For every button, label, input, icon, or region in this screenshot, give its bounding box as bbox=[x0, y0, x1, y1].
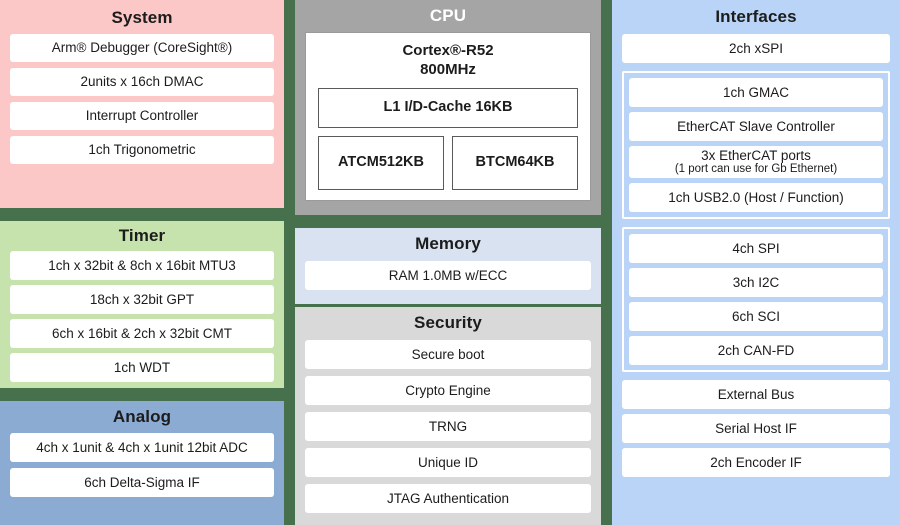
interfaces-item-label: EtherCAT Slave Controller bbox=[677, 118, 835, 134]
security-item-jtag-auth[interactable]: JTAG Authentication bbox=[305, 484, 591, 513]
interfaces-item-serial-host-if[interactable]: Serial Host IF bbox=[622, 414, 890, 443]
analog-item-list: 4ch x 1unit & 4ch x 1unit 12bit ADC 6ch … bbox=[10, 433, 274, 497]
interfaces-item-label: 2ch xSPI bbox=[728, 40, 784, 56]
cpu-atcm-box[interactable]: ATCM 512KB bbox=[318, 135, 444, 190]
timer-item-label: 6ch x 16bit & 2ch x 32bit CMT bbox=[51, 325, 233, 341]
interfaces-item-label: 4ch SPI bbox=[732, 240, 780, 256]
interfaces-panel: Interfaces 2ch xSPI 1ch GMAC EtherCAT Sl… bbox=[612, 0, 900, 525]
timer-panel-title: Timer bbox=[118, 226, 166, 245]
interfaces-item-external-bus[interactable]: External Bus bbox=[622, 380, 890, 409]
timer-item-label: 1ch WDT bbox=[113, 359, 171, 375]
interfaces-item-label: 1ch USB2.0 (Host / Function) bbox=[668, 189, 844, 205]
cpu-btcm-box[interactable]: BTCM 64KB bbox=[452, 135, 578, 190]
cpu-panel: CPU Cortex®-R52 800MHz L1 I/D-Cache 16KB… bbox=[295, 0, 601, 215]
interfaces-group-network: 1ch GMAC EtherCAT Slave Controller 3x Et… bbox=[622, 71, 890, 219]
timer-item-list: 1ch x 32bit & 8ch x 16bit MTU3 18ch x 32… bbox=[10, 251, 274, 382]
analog-item-adc[interactable]: 4ch x 1unit & 4ch x 1unit 12bit ADC bbox=[10, 433, 274, 462]
security-item-label: Secure boot bbox=[411, 346, 485, 362]
system-item-label: 1ch Trigonometric bbox=[88, 142, 196, 158]
interfaces-item-ethercat-ports[interactable]: 3x EtherCAT ports (1 port can use for Gb… bbox=[629, 146, 883, 178]
cpu-tcm-row: ATCM 512KB BTCM 64KB bbox=[318, 135, 578, 190]
system-item-label: Interrupt Controller bbox=[85, 108, 199, 124]
analog-item-label: 6ch Delta-Sigma IF bbox=[84, 474, 200, 490]
security-item-list: Secure boot Crypto Engine TRNG Unique ID… bbox=[305, 340, 591, 513]
interfaces-item-usb2[interactable]: 1ch USB2.0 (Host / Function) bbox=[629, 183, 883, 212]
security-item-secure-boot[interactable]: Secure boot bbox=[305, 340, 591, 369]
system-panel: System Arm® Debugger (CoreSight®) 2units… bbox=[0, 0, 284, 208]
system-item-label: 2units x 16ch DMAC bbox=[80, 74, 204, 90]
interfaces-item-label: Serial Host IF bbox=[715, 420, 797, 436]
memory-panel: Memory RAM 1.0MB w/ECC bbox=[295, 228, 601, 304]
security-panel: Security Secure boot Crypto Engine TRNG … bbox=[295, 307, 601, 525]
interfaces-item-xspi[interactable]: 2ch xSPI bbox=[622, 34, 890, 63]
interfaces-item-label: External Bus bbox=[717, 386, 795, 402]
timer-item-label: 1ch x 32bit & 8ch x 16bit MTU3 bbox=[48, 257, 236, 273]
interfaces-group-serial: 4ch SPI 3ch I2C 6ch SCI 2ch CAN-FD bbox=[622, 227, 890, 372]
interfaces-item-spi[interactable]: 4ch SPI bbox=[629, 234, 883, 263]
system-item-trigonometric[interactable]: 1ch Trigonometric bbox=[10, 136, 274, 164]
analog-panel-title: Analog bbox=[112, 407, 172, 426]
timer-item-mtu3[interactable]: 1ch x 32bit & 8ch x 16bit MTU3 bbox=[10, 251, 274, 280]
interfaces-item-ethercat-slave-controller[interactable]: EtherCAT Slave Controller bbox=[629, 112, 883, 141]
security-item-label: Crypto Engine bbox=[405, 382, 491, 398]
interfaces-item-encoder-if[interactable]: 2ch Encoder IF bbox=[622, 448, 890, 477]
interfaces-group-bus: External Bus Serial Host IF 2ch Encoder … bbox=[622, 380, 890, 477]
security-item-trng[interactable]: TRNG bbox=[305, 412, 591, 441]
analog-item-label: 4ch x 1unit & 4ch x 1unit 12bit ADC bbox=[36, 439, 248, 455]
system-item-list: Arm® Debugger (CoreSight®) 2units x 16ch… bbox=[10, 34, 274, 164]
cpu-core-box: Cortex®-R52 800MHz L1 I/D-Cache 16KB ATC… bbox=[305, 32, 591, 201]
system-item-arm-debugger[interactable]: Arm® Debugger (CoreSight®) bbox=[10, 34, 274, 62]
timer-item-wdt[interactable]: 1ch WDT bbox=[10, 353, 274, 382]
security-item-label: JTAG Authentication bbox=[386, 490, 510, 506]
cpu-core-identity: Cortex®-R52 800MHz bbox=[318, 42, 578, 80]
interfaces-item-label: 3x EtherCAT ports bbox=[701, 147, 811, 163]
timer-item-label: 18ch x 32bit GPT bbox=[89, 291, 195, 307]
interfaces-item-label: 2ch Encoder IF bbox=[710, 454, 802, 470]
cpu-atcm-name: ATCM bbox=[338, 154, 379, 171]
interfaces-item-label: 6ch SCI bbox=[731, 308, 781, 324]
cpu-cache-label: L1 I/D-Cache 16KB bbox=[383, 98, 513, 115]
interfaces-item-sublabel: (1 port can use for Gb Ethernet) bbox=[674, 163, 838, 176]
interfaces-item-can-fd[interactable]: 2ch CAN-FD bbox=[629, 336, 883, 365]
analog-panel: Analog 4ch x 1unit & 4ch x 1unit 12bit A… bbox=[0, 401, 284, 525]
security-item-unique-id[interactable]: Unique ID bbox=[305, 448, 591, 477]
cpu-btcm-name: BTCM bbox=[475, 154, 518, 171]
system-panel-title: System bbox=[111, 8, 173, 27]
system-item-dmac[interactable]: 2units x 16ch DMAC bbox=[10, 68, 274, 96]
interfaces-group-xspi: 2ch xSPI bbox=[622, 34, 890, 63]
interfaces-panel-title: Interfaces bbox=[715, 7, 797, 26]
memory-panel-title: Memory bbox=[415, 234, 481, 253]
system-item-interrupt-controller[interactable]: Interrupt Controller bbox=[10, 102, 274, 130]
cpu-btcm-size: 64KB bbox=[517, 154, 555, 171]
interfaces-item-label: 1ch GMAC bbox=[722, 84, 790, 100]
timer-panel: Timer 1ch x 32bit & 8ch x 16bit MTU3 18c… bbox=[0, 221, 284, 388]
security-item-label: Unique ID bbox=[417, 454, 479, 470]
security-item-crypto-engine[interactable]: Crypto Engine bbox=[305, 376, 591, 405]
analog-item-delta-sigma[interactable]: 6ch Delta-Sigma IF bbox=[10, 468, 274, 497]
memory-item-label: RAM 1.0MB w/ECC bbox=[388, 267, 508, 283]
memory-item-ram[interactable]: RAM 1.0MB w/ECC bbox=[305, 261, 591, 290]
cpu-atcm-size: 512KB bbox=[378, 154, 424, 171]
interfaces-item-sci[interactable]: 6ch SCI bbox=[629, 302, 883, 331]
timer-item-gpt[interactable]: 18ch x 32bit GPT bbox=[10, 285, 274, 314]
interfaces-item-label: 3ch I2C bbox=[732, 274, 780, 290]
cpu-cache-box[interactable]: L1 I/D-Cache 16KB bbox=[318, 87, 578, 128]
timer-item-cmt[interactable]: 6ch x 16bit & 2ch x 32bit CMT bbox=[10, 319, 274, 348]
interfaces-item-label: 2ch CAN-FD bbox=[717, 342, 795, 358]
interfaces-item-i2c[interactable]: 3ch I2C bbox=[629, 268, 883, 297]
cpu-panel-title: CPU bbox=[429, 6, 467, 25]
memory-item-list: RAM 1.0MB w/ECC bbox=[305, 261, 591, 290]
interfaces-item-gmac[interactable]: 1ch GMAC bbox=[629, 78, 883, 107]
security-item-label: TRNG bbox=[428, 418, 468, 434]
security-panel-title: Security bbox=[414, 313, 482, 332]
cpu-core-name: Cortex®-R52 bbox=[402, 42, 494, 59]
cpu-core-clock: 800MHz bbox=[420, 60, 476, 78]
system-item-label: Arm® Debugger (CoreSight®) bbox=[51, 40, 233, 56]
